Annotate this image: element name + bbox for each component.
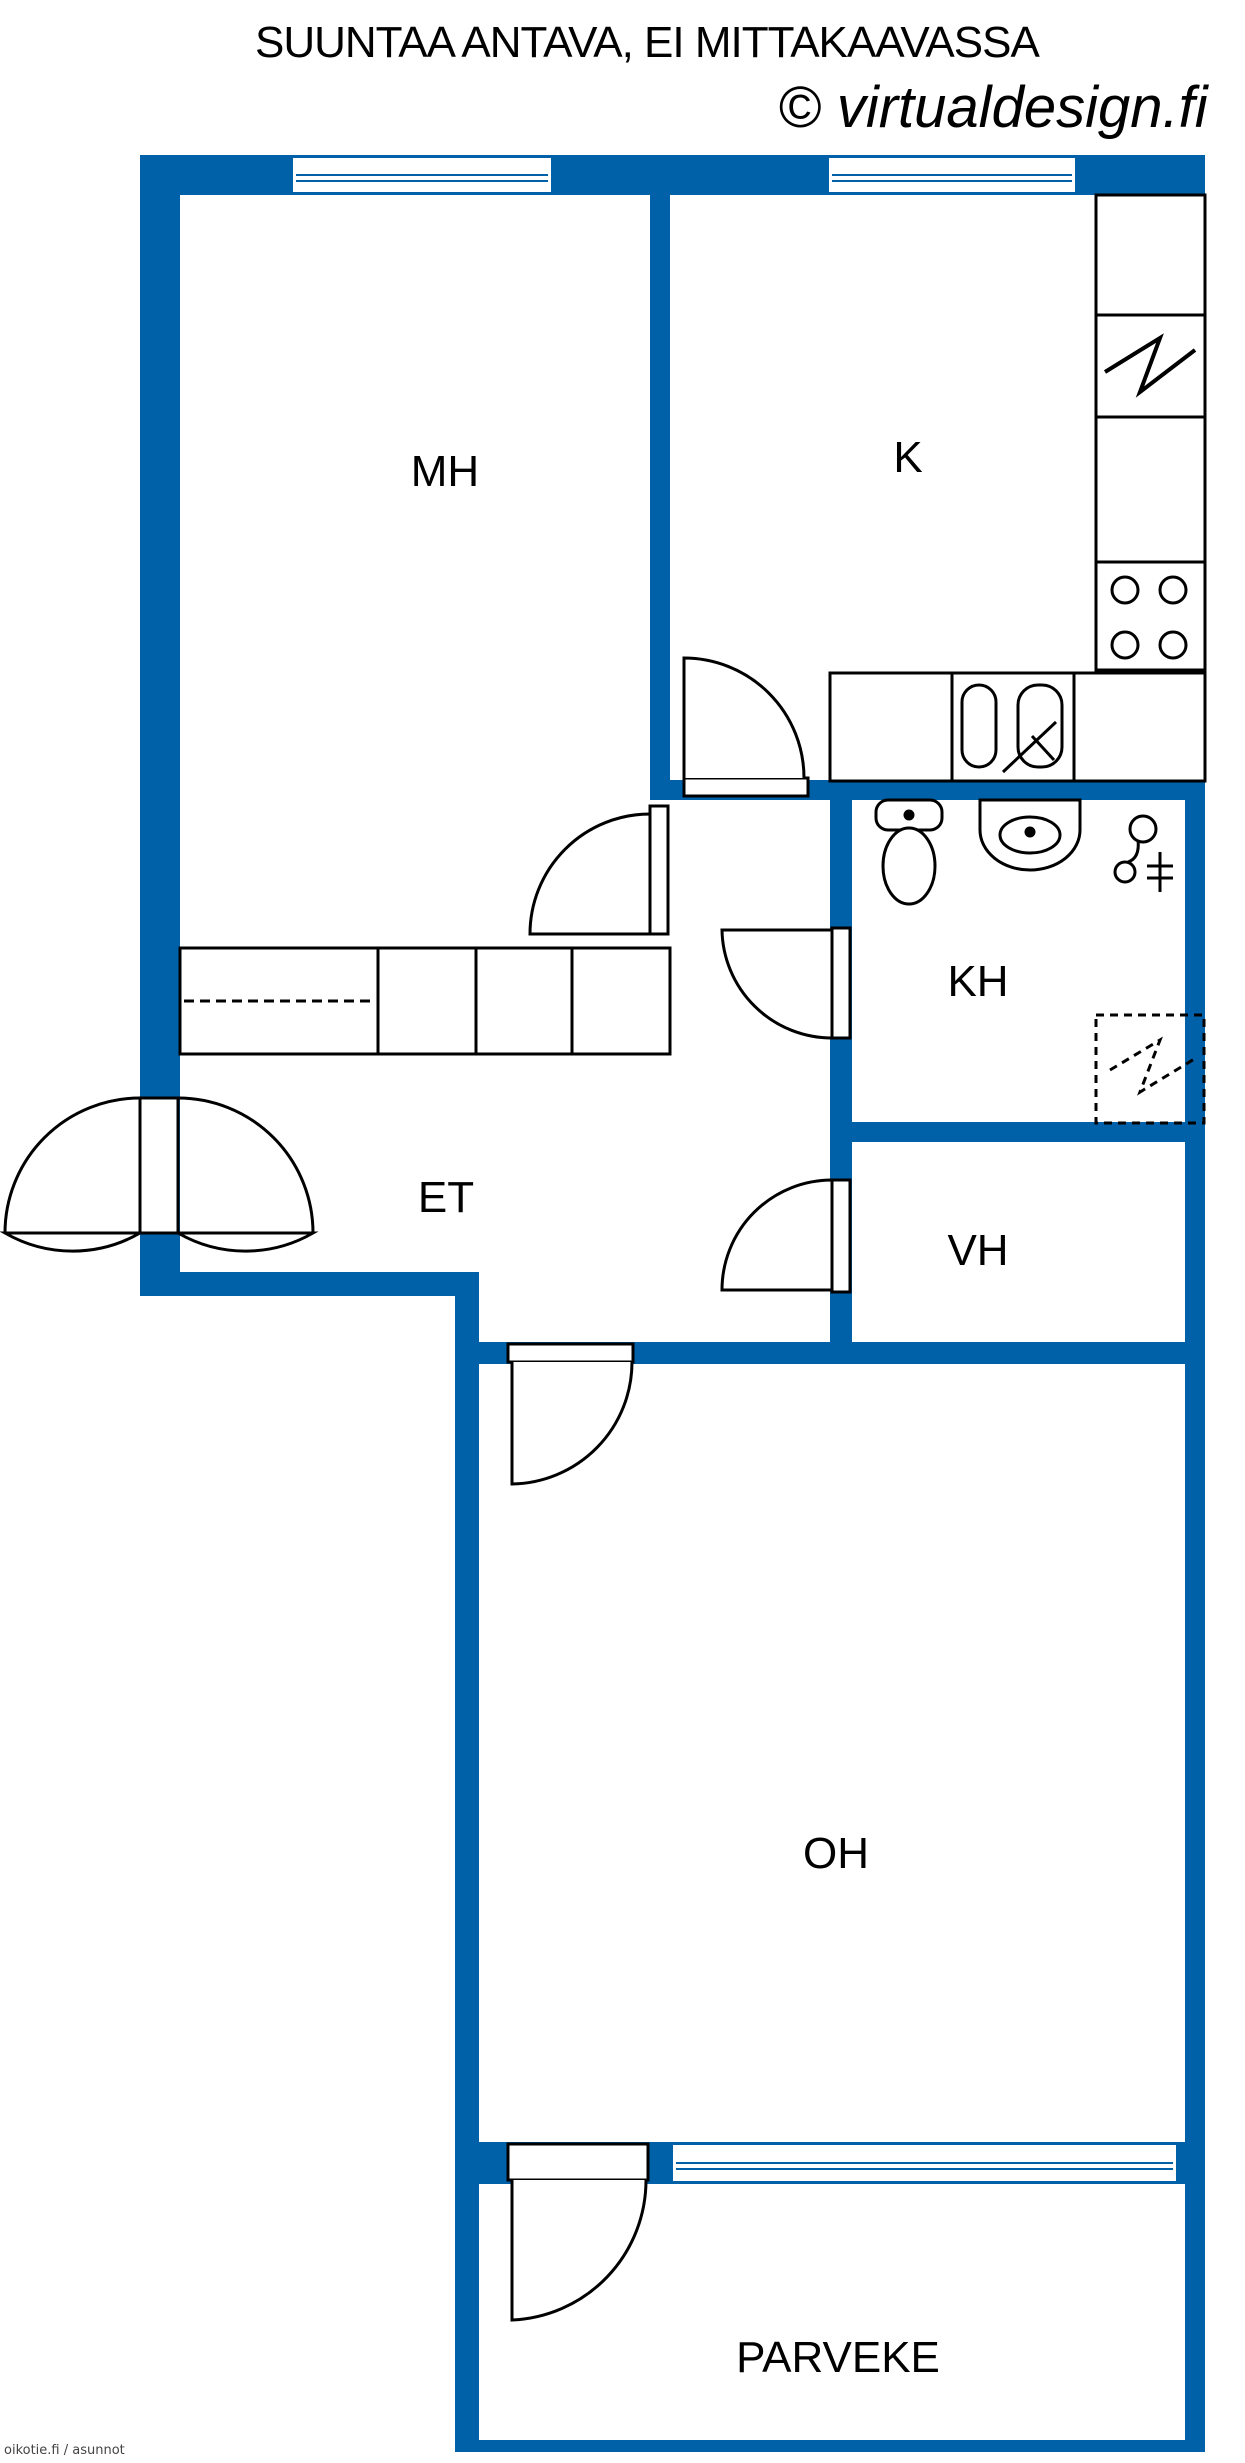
outer-walls	[140, 155, 1205, 2452]
doors	[0, 656, 852, 2322]
room-label-k: K	[893, 433, 922, 482]
bathroom-door	[720, 926, 852, 1040]
windows	[291, 156, 1178, 2183]
bathroom-fixtures	[874, 798, 1206, 1125]
window-bedroom	[291, 156, 553, 194]
room-label-oh: OH	[803, 1829, 869, 1878]
room-label-mh: MH	[411, 447, 479, 496]
disclaimer-text: SUUNTAA ANTAVA, EI MITTAKAAVASSA	[255, 18, 1040, 67]
wardrobe	[178, 946, 672, 1056]
room-label-vh: VH	[947, 1226, 1008, 1275]
kitchen-cabinets	[1094, 193, 1207, 564]
sink	[960, 683, 1064, 774]
toilet-door	[720, 1178, 852, 1294]
stove	[1094, 560, 1207, 672]
shower	[1113, 814, 1173, 892]
source-watermark: oikotie.fi / asunnot	[4, 2443, 125, 2458]
room-label-et: ET	[418, 1173, 474, 1222]
copyright-credit: © virtualdesign.fi	[778, 75, 1208, 140]
kitchen-door	[682, 656, 810, 798]
window-kitchen	[827, 156, 1077, 194]
washbasin	[978, 798, 1082, 872]
bathroom-cabinet	[1094, 1013, 1206, 1125]
entrance-door	[0, 1096, 319, 1253]
toilet-bowl	[874, 798, 944, 906]
balcony-door	[506, 2142, 650, 2322]
room-label-parveke: PARVEKE	[736, 2333, 940, 2382]
kitchen-fixtures	[828, 193, 1207, 783]
bedroom-door	[528, 804, 670, 936]
window-balcony	[671, 2143, 1178, 2183]
room-label-kh: KH	[947, 957, 1008, 1006]
living-room-door	[506, 1342, 635, 1486]
room-labels: MH K KH ET VH OH PARVEKE	[411, 433, 1009, 2382]
